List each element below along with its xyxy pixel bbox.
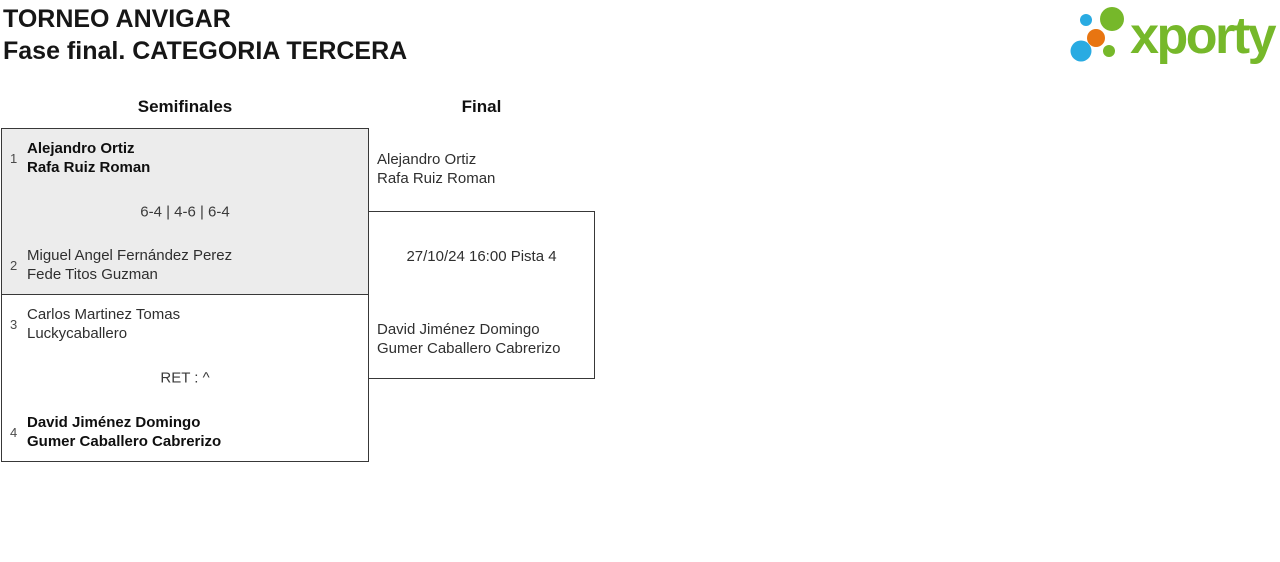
seed-number: 3	[10, 316, 18, 332]
round-header-final: Final	[461, 97, 502, 116]
semifinal-match-1[interactable]: 1 Alejandro Ortiz Rafa Ruiz Roman 6-4 | …	[1, 128, 369, 295]
logo-dot-blue-small	[1080, 14, 1093, 26]
player-name: Rafa Ruiz Roman	[27, 159, 151, 176]
team-names: David Jiménez Domingo Gumer Caballero Ca…	[27, 413, 221, 451]
player-name: David Jiménez Domingo	[377, 321, 540, 338]
team-row: 1 Alejandro Ortiz Rafa Ruiz Roman	[2, 139, 368, 177]
team-names: Miguel Angel Fernández Perez Fede Titos …	[27, 246, 232, 284]
team-row: 3 Carlos Martinez Tomas Luckycaballero	[2, 305, 368, 343]
team-row: 2 Miguel Angel Fernández Perez Fede Tito…	[2, 246, 368, 284]
player-name: Luckycaballero	[27, 325, 128, 342]
semifinal-match-2[interactable]: 3 Carlos Martinez Tomas Luckycaballero R…	[1, 294, 369, 462]
xporty-logo: xporty	[1062, 4, 1276, 68]
logo-dot-orange	[1087, 29, 1106, 47]
xporty-wordmark: xporty	[1130, 7, 1276, 65]
seed-number: 4	[10, 424, 18, 440]
player-name: Alejandro Ortiz	[27, 140, 135, 157]
match-schedule: 27/10/24 16:00 Pista 4	[406, 248, 557, 265]
team-names: Carlos Martinez Tomas Luckycaballero	[27, 305, 180, 343]
player-name: Rafa Ruiz Roman	[377, 170, 496, 187]
player-name: Gumer Caballero Cabrerizo	[27, 433, 222, 450]
round-header-semifinales: Semifinales	[137, 97, 233, 116]
tournament-title: TORNEO ANVIGAR	[3, 5, 231, 33]
player-name: Miguel Angel Fernández Perez	[27, 247, 233, 264]
final-team-top-names: Alejandro Ortiz Rafa Ruiz Roman	[377, 150, 495, 188]
seed-number: 1	[10, 150, 18, 166]
match-score: RET : ^	[160, 369, 210, 387]
logo-dot-green-small	[1103, 45, 1116, 57]
match-score: 6-4 | 4-6 | 6-4	[140, 203, 230, 220]
team-row: 4 David Jiménez Domingo Gumer Caballero …	[2, 413, 368, 451]
final-match[interactable]: 27/10/24 16:00 Pista 4 David Jiménez Dom…	[368, 211, 595, 379]
seed-number: 2	[10, 257, 18, 273]
xporty-logo-dots-icon	[1070, 7, 1125, 62]
player-name: Carlos Martinez Tomas	[27, 306, 181, 323]
logo-dot-blue-large	[1070, 40, 1092, 62]
category-subtitle: Fase final. CATEGORIA TERCERA	[3, 37, 408, 65]
logo-dot-green-large	[1100, 7, 1125, 31]
team-names: Alejandro Ortiz Rafa Ruiz Roman	[27, 139, 150, 177]
player-name: David Jiménez Domingo	[27, 414, 201, 431]
player-name: Fede Titos Guzman	[27, 266, 158, 283]
player-name: Alejandro Ortiz	[377, 151, 477, 168]
final-team-bottom-names: David Jiménez Domingo Gumer Caballero Ca…	[377, 320, 560, 358]
player-name: Gumer Caballero Cabrerizo	[377, 340, 561, 357]
